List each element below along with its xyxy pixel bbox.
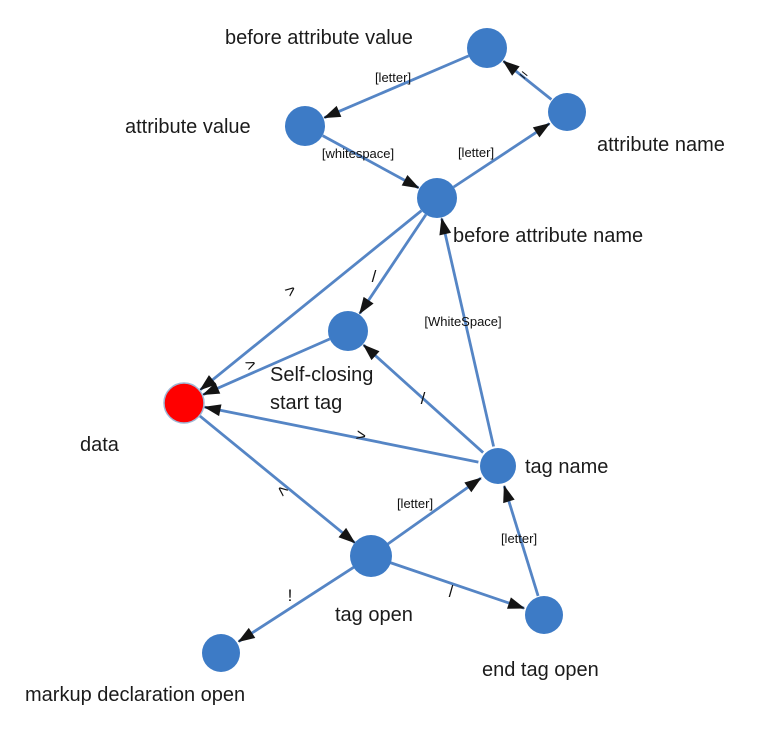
transition-tag-open-to-markup-decl-open <box>237 565 355 643</box>
transition-tag-name-to-before-attr-name <box>439 217 495 447</box>
edge-label-letter-tag-open-to-tag-name: [letter] <box>397 496 433 511</box>
state-labels: before attribute value attribute value a… <box>25 27 725 706</box>
state-end-tag-open <box>525 596 563 634</box>
state-attribute-value <box>285 106 325 146</box>
edge-label-gt-before-attr-name-to-data: > <box>281 280 301 301</box>
edge-label-whitespace-to-before-attr-name-2: [WhiteSpace] <box>424 314 501 329</box>
edge-label-bang-to-markup-decl: ! <box>288 586 293 605</box>
transition-labels: [letter] = [whitespace] [letter] > / [Wh… <box>242 66 537 605</box>
transition-end-tag-open-to-tag-name <box>502 485 540 597</box>
states <box>163 28 586 672</box>
state-tag-name <box>480 448 516 484</box>
transition-tag-open-to-end-tag-open <box>389 561 526 610</box>
transition-self-closing-to-data <box>202 337 331 396</box>
edge-label-whitespace-to-before-attr-name: [whitespace] <box>322 146 394 161</box>
transition-before-attr-name-to-attr-name <box>452 122 551 189</box>
label-data: data <box>80 434 120 456</box>
edge-label-letter-to-attr-name: [letter] <box>458 145 494 160</box>
label-before-attribute-name: before attribute name <box>453 225 643 247</box>
transition-before-attr-value-to-attr-value <box>323 54 470 119</box>
state-attribute-name <box>548 93 586 131</box>
edge-label-letter-to-attr-value: [letter] <box>375 70 411 85</box>
edge-label-letter-end-tag-open-to-tag-name: [letter] <box>501 531 537 546</box>
transition-tag-open-to-tag-name <box>386 476 482 546</box>
edge-label-slash-to-self-closing: / <box>372 267 377 286</box>
transition-before-attr-name-to-data <box>199 209 423 391</box>
state-before-attribute-value <box>467 28 507 68</box>
label-before-attribute-value: before attribute value <box>225 27 413 49</box>
label-attribute-name: attribute name <box>597 134 725 156</box>
label-markup-declaration-open: markup declaration open <box>25 684 245 706</box>
transition-tag-name-to-self-closing <box>362 343 485 454</box>
state-tag-open <box>350 535 392 577</box>
transition-tag-name-to-data <box>203 404 479 464</box>
edge-label-slash-tag-name-to-self-closing: / <box>421 389 426 408</box>
transition-data-to-tag-open <box>198 414 356 544</box>
label-self-closing-line1: Self-closing <box>270 364 373 386</box>
label-tag-name: tag name <box>525 456 608 478</box>
label-end-tag-open: end tag open <box>482 659 599 681</box>
transition-attr-name-to-before-attr-value <box>502 60 553 101</box>
state-data-current <box>163 382 205 424</box>
transition-before-attr-name-to-self-closing <box>358 213 428 315</box>
edge-label-gt-self-closing-to-data: > <box>242 354 259 375</box>
edge-label-gt-tag-name-to-data: > <box>354 425 367 446</box>
edge-label-slash-to-end-tag-open: / <box>449 582 454 601</box>
transition-attr-value-to-before-attr-name <box>321 134 420 190</box>
state-before-attribute-name <box>417 178 457 218</box>
transitions <box>198 54 553 643</box>
label-tag-open: tag open <box>335 604 413 626</box>
state-self-closing-start-tag <box>328 311 368 351</box>
label-attribute-value: attribute value <box>125 116 251 138</box>
label-self-closing-line2: start tag <box>270 392 342 414</box>
state-markup-declaration-open <box>202 634 240 672</box>
